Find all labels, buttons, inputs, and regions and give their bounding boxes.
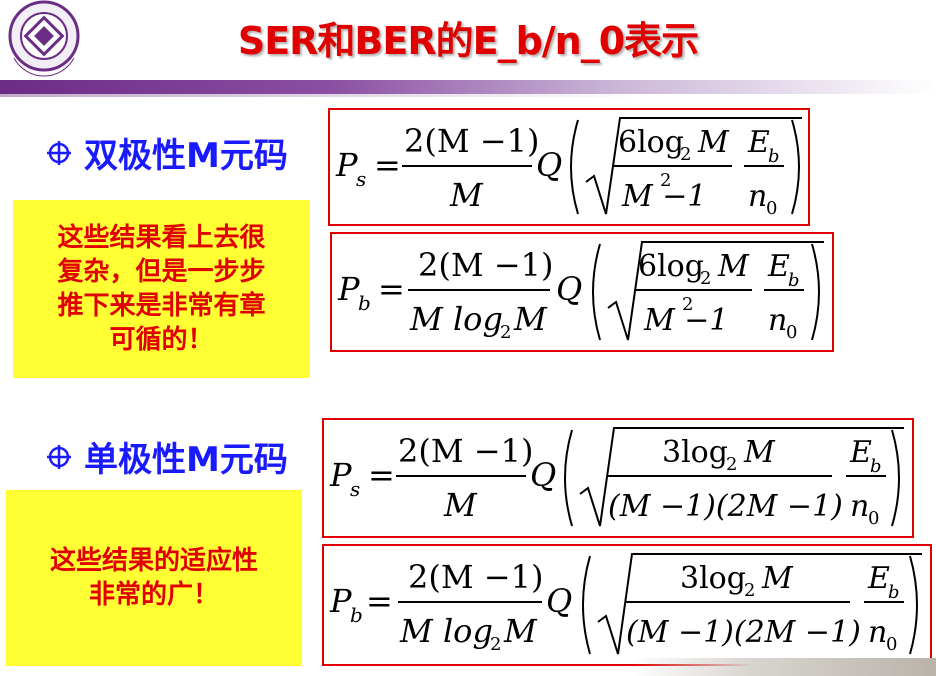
formula-denominator-m: M −1	[621, 179, 706, 214]
formula-symbol: P	[329, 456, 352, 494]
formula-numerator: 2(M −1)	[408, 558, 543, 596]
note-line: 非常的广！	[88, 580, 219, 610]
formula-noise: n	[850, 489, 869, 524]
formula-energy-sub: b	[768, 146, 780, 167]
section-heading-text: 单极性M元码	[84, 440, 288, 480]
formula-noise-sub: 0	[786, 322, 797, 343]
formula-denominator: M	[449, 176, 484, 214]
formula-equals: =	[366, 582, 393, 620]
formula-noise-sub: 0	[766, 198, 777, 219]
formula-m: M	[503, 612, 538, 650]
title-divider-shadow	[0, 94, 936, 97]
formula-energy: E	[767, 249, 790, 284]
formula-noise: n	[868, 615, 887, 650]
formula-log-term: 3log	[662, 435, 728, 470]
formula-subscript: b	[350, 603, 363, 627]
formula-log-base: 2	[680, 144, 691, 165]
formula-energy: E	[867, 561, 890, 596]
formula-q-function: Q	[530, 456, 556, 494]
formula-m: M	[743, 435, 776, 470]
formula-unipolar-pb: P b = 2(M −1) M log 2 M Q 3log 2 M (M −1…	[322, 544, 932, 666]
formula-log-base: 2	[700, 268, 711, 289]
section-heading-text: 双极性M元码	[84, 136, 288, 176]
formula-exponent: 2	[682, 294, 693, 315]
formula-denominator-m: M −1	[643, 303, 728, 338]
note-box-bipolar: 这些结果看上去很 复杂，但是一步步 推下来是非常有章 可循的！	[13, 200, 310, 378]
formula-log-base: 2	[726, 454, 737, 475]
note-line: 复杂，但是一步步	[57, 257, 266, 287]
formula-m: M	[697, 125, 730, 160]
note-line: 这些结果的适应性	[49, 546, 258, 576]
note-line: 可循的！	[109, 325, 214, 355]
crosshair-bullet-icon	[47, 140, 71, 165]
formula-noise-sub: 0	[886, 634, 897, 655]
formula-energy-sub: b	[788, 270, 800, 291]
note-line: 推下来是非常有章	[57, 291, 266, 321]
formula-energy-sub: b	[888, 582, 900, 603]
formula-exponent: 2	[660, 170, 671, 191]
formula-denominator: M log	[399, 612, 493, 650]
formula-denominator: M	[443, 486, 478, 524]
formula-numerator: 2(M −1)	[398, 432, 533, 470]
crosshair-bullet-icon	[47, 444, 71, 469]
formula-subscript: s	[350, 477, 360, 501]
formula-symbol: P	[337, 270, 360, 308]
formula-energy: E	[747, 125, 770, 160]
formula-subscript: s	[356, 167, 366, 191]
note-box-unipolar: 这些结果的适应性 非常的广！	[6, 490, 302, 666]
formula-m: M	[513, 300, 548, 338]
formula-q-function: Q	[546, 582, 572, 620]
formula-noise-sub: 0	[868, 508, 879, 529]
formula-energy: E	[849, 435, 872, 470]
formula-equals: =	[374, 146, 401, 184]
formula-denominator: M log	[409, 300, 503, 338]
formula-numerator: 2(M −1)	[404, 122, 539, 160]
formula-denominator-m: (M −1)(2M −1)	[626, 615, 861, 650]
formula-q-function: Q	[556, 270, 582, 308]
section-heading-bipolar: 双极性M元码	[46, 128, 288, 177]
formula-energy-sub: b	[870, 456, 882, 477]
formula-m: M	[717, 249, 750, 284]
formula-noise: n	[748, 179, 767, 214]
formula-q-function: Q	[536, 146, 562, 184]
formula-log-base: 2	[500, 322, 511, 343]
formula-bipolar-ps: P s = 2(M −1) M Q 6log 2 M M −1 2 E b n …	[328, 108, 810, 226]
formula-bipolar-pb: P b = 2(M −1) M log 2 M Q 6log 2 M M −1 …	[330, 232, 834, 352]
formula-log-base: 2	[490, 634, 501, 655]
formula-m: M	[761, 561, 794, 596]
formula-unipolar-ps: P s = 2(M −1) M Q 3log 2 M (M −1)(2M −1)…	[322, 418, 914, 538]
formula-denominator-m: (M −1)(2M −1)	[608, 489, 843, 524]
formula-symbol: P	[335, 146, 358, 184]
section-heading-unipolar: 单极性M元码	[46, 432, 288, 481]
formula-log-term: 6log	[638, 249, 704, 284]
title-divider	[0, 80, 936, 94]
note-line: 这些结果看上去很	[57, 223, 266, 253]
formula-numerator: 2(M −1)	[418, 246, 553, 284]
footer-decoration	[630, 658, 936, 676]
formula-log-term: 3log	[680, 561, 746, 596]
formula-log-term: 6log	[618, 125, 684, 160]
formula-symbol: P	[329, 582, 352, 620]
formula-subscript: b	[358, 291, 371, 315]
formula-noise: n	[768, 303, 787, 338]
formula-equals: =	[368, 456, 395, 494]
formula-equals: =	[378, 270, 405, 308]
slide-title: SER和BER的E_b/n_0表示	[237, 19, 699, 63]
formula-log-base: 2	[744, 580, 755, 601]
institution-seal-logo	[0, 0, 94, 82]
